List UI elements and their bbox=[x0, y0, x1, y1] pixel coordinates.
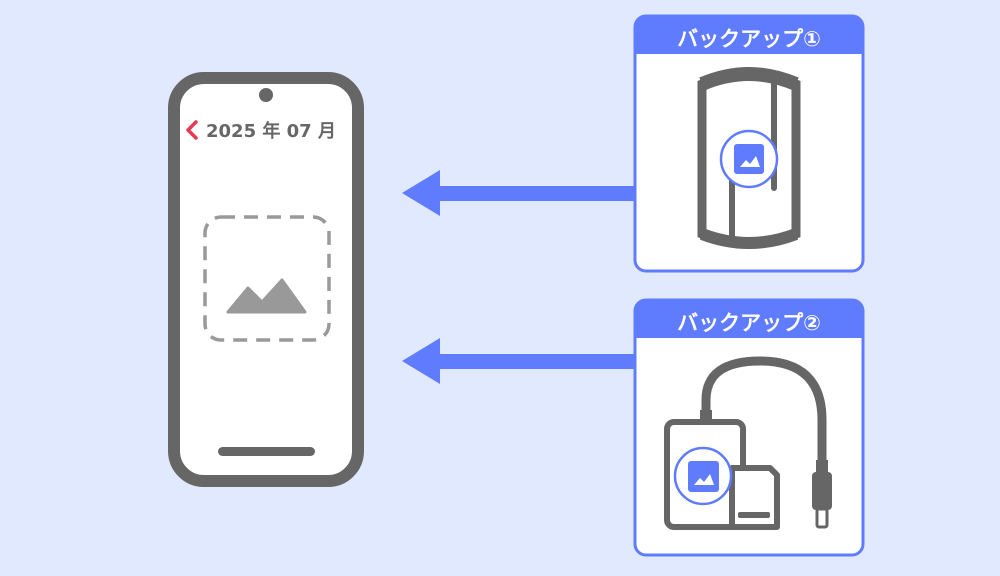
card-reader-icon bbox=[664, 356, 832, 530]
backup-card-1: バックアップ① bbox=[633, 14, 865, 273]
arrow-backup-1 bbox=[402, 170, 635, 216]
date-label: 2025 年 07 月 bbox=[206, 120, 336, 142]
chevron-left-icon[interactable] bbox=[186, 120, 198, 140]
backup-card-2: バックアップ② bbox=[633, 298, 865, 557]
external-drive-icon bbox=[697, 67, 801, 249]
image-placeholder-icon bbox=[226, 278, 307, 314]
smartphone: 2025 年 07 月 bbox=[168, 72, 364, 487]
backup-2-title: バックアップ② bbox=[677, 311, 821, 335]
front-camera bbox=[259, 88, 273, 102]
photo-icon bbox=[688, 461, 719, 492]
photo-icon bbox=[734, 144, 764, 174]
home-indicator bbox=[218, 447, 315, 456]
backup-1-title: バックアップ① bbox=[677, 27, 821, 51]
image-placeholder-frame bbox=[203, 215, 331, 342]
arrow-backup-2 bbox=[402, 338, 635, 384]
